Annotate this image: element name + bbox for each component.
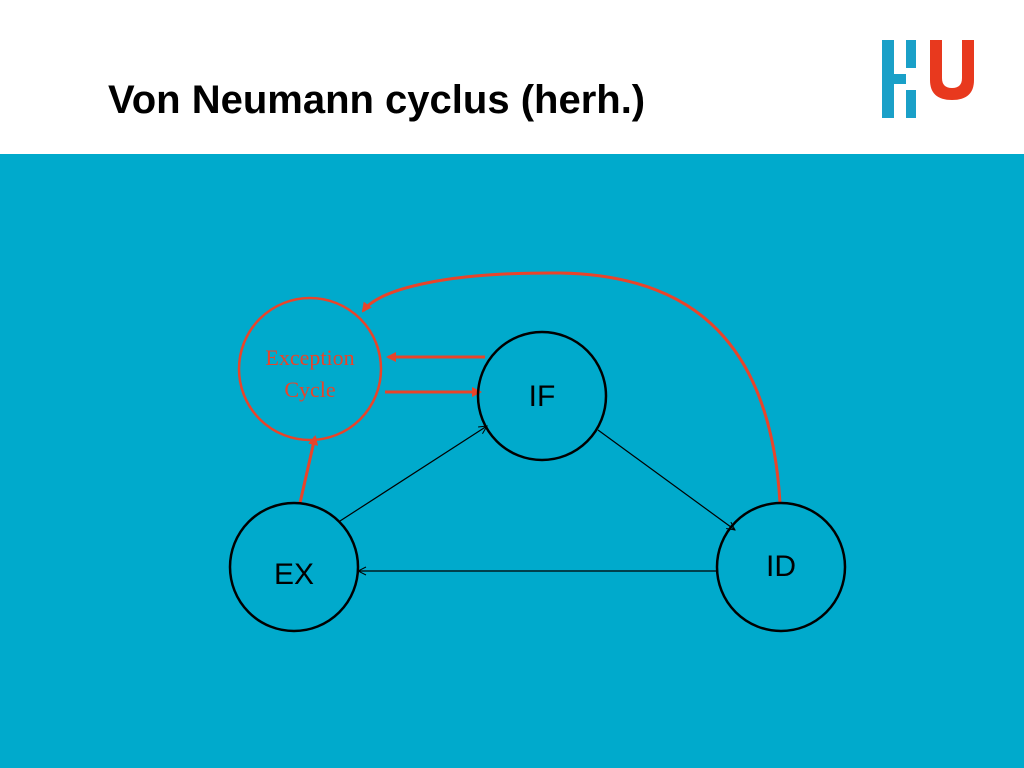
logo-bar-mid-top (906, 40, 916, 68)
logo-bar-mid-bottom (906, 90, 916, 118)
exception-label-line2: Cycle (284, 377, 335, 402)
slide-title: Von Neumann cyclus (herh.) (108, 78, 646, 122)
diagram-area: IF ID EX Exception Cycle (0, 154, 1024, 768)
exception-label-line1: Exception (265, 345, 354, 370)
slide-header: Von Neumann cyclus (herh.) (0, 0, 1024, 154)
node-id-circle (715, 501, 847, 633)
node-ex-circle (228, 501, 360, 633)
node-if-label: IF (529, 380, 556, 413)
node-if-circle (476, 330, 608, 462)
node-ex: EX (228, 501, 360, 633)
arrow-if-to-id (597, 429, 735, 530)
logo-bar-connector (894, 74, 906, 84)
node-exception-circle (237, 296, 383, 442)
von-neumann-diagram: IF ID EX Exception Cycle (228, 271, 847, 633)
logo-bar-left (882, 40, 894, 118)
arrow-id-to-exception (361, 271, 782, 504)
arrow-ex-to-exception (298, 435, 319, 504)
node-ex-label: EX (274, 558, 314, 591)
node-id: ID (715, 501, 847, 633)
node-id-label: ID (766, 550, 796, 583)
logo-u-shape (930, 40, 974, 100)
hu-logo-icon (882, 40, 974, 118)
node-exception-cycle: Exception Cycle (237, 296, 383, 442)
arrow-ex-to-if (339, 426, 487, 522)
node-if: IF (476, 330, 608, 462)
